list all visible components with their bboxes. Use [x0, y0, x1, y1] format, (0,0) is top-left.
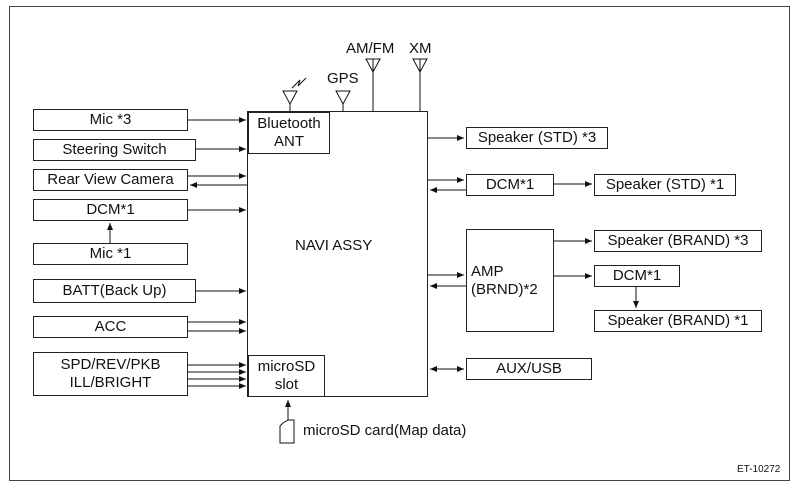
dcm1-left-box: DCM*1: [33, 199, 188, 221]
amfm-label: AM/FM: [346, 40, 395, 57]
amfm-antenna-icon: [365, 58, 381, 113]
aux-usb-box: AUX/USB: [466, 358, 592, 380]
dcm1-right-box: DCM*1: [466, 174, 554, 196]
gps-antenna-icon: [335, 90, 351, 113]
acc-box: ACC: [33, 316, 188, 338]
speaker-brand1-box: Speaker (BRAND) *1: [594, 310, 762, 332]
microsd-card-label: microSD card(Map data): [303, 422, 467, 439]
dcm1-b-box: DCM*1: [594, 265, 680, 287]
steering-switch-box: Steering Switch: [33, 139, 196, 161]
bluetooth-antenna-icon: [282, 77, 307, 113]
microsd-card-icon: [279, 419, 295, 444]
mic1-box: Mic *1: [33, 243, 188, 265]
microsd-slot-box: microSD slot: [248, 355, 325, 397]
batt-backup-box: BATT(Back Up): [33, 279, 196, 303]
speaker-brand3-box: Speaker (BRAND) *3: [594, 230, 762, 252]
amp-brnd-box: AMP (BRND)*2: [466, 229, 554, 332]
mic3-box: Mic *3: [33, 109, 188, 131]
speaker-std1-box: Speaker (STD) *1: [594, 174, 736, 196]
rear-view-camera-box: Rear View Camera: [33, 169, 188, 191]
spd-rev-pkb-box: SPD/REV/PKB ILL/BRIGHT: [33, 352, 188, 396]
gps-label: GPS: [327, 70, 359, 87]
xm-antenna-icon: [412, 58, 428, 113]
navi-assy-box: [247, 111, 428, 397]
xm-label: XM: [409, 40, 432, 57]
figure-id: ET-10272: [737, 464, 781, 475]
diagram-frame: [9, 6, 790, 481]
bluetooth-ant-box: Bluetooth ANT: [248, 112, 330, 154]
navi-assy-label: NAVI ASSY: [295, 237, 373, 254]
speaker-std3-box: Speaker (STD) *3: [466, 127, 608, 149]
